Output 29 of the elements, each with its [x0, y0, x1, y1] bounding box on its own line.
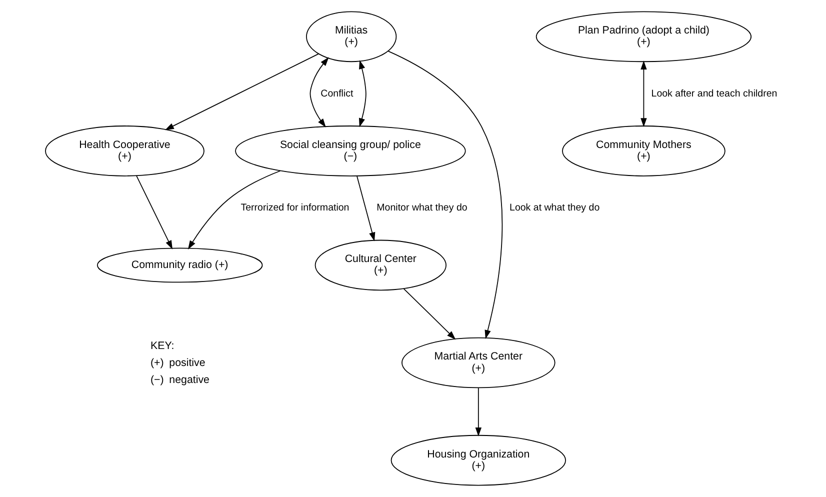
- node-ellipse: Cultural Center (+): [314, 240, 446, 291]
- edge-label: Look after and teach children: [650, 88, 777, 100]
- node-ellipse: Health Cooperative (+): [44, 126, 204, 176]
- arrow: [387, 50, 502, 339]
- node-ellipse: Social cleansing group/ police (−): [234, 126, 466, 176]
- arrow: [402, 288, 456, 340]
- arrow: [356, 176, 375, 242]
- edge-label: Look at what they do: [509, 202, 600, 214]
- arrow: [358, 60, 366, 128]
- node-ellipse: Martial Arts Center (+): [401, 337, 555, 388]
- label: (−): [150, 374, 164, 386]
- node-ellipse: Community Mothers (+): [562, 126, 725, 176]
- arrow: [164, 53, 318, 130]
- label: negative: [168, 374, 209, 386]
- arrow: [136, 176, 172, 250]
- arrow: [474, 388, 482, 436]
- node-ellipse: Militias (+): [306, 11, 396, 62]
- arrow: [187, 170, 280, 250]
- label: KEY:: [150, 340, 174, 352]
- label: positive: [168, 356, 205, 369]
- label: (+): [150, 356, 164, 369]
- edge-label: Terrorized for information: [240, 202, 349, 214]
- edge-label: Conflict: [320, 88, 353, 100]
- edge-label: Monitor what they do: [376, 202, 467, 214]
- node-ellipse: Housing Organization (+): [390, 434, 566, 486]
- node-ellipse: Community radio (+): [96, 248, 262, 283]
- node-ellipse: Plan Padrino (adopt a child) (+): [535, 11, 752, 62]
- arrow: [640, 60, 646, 128]
- arrow: [309, 57, 328, 128]
